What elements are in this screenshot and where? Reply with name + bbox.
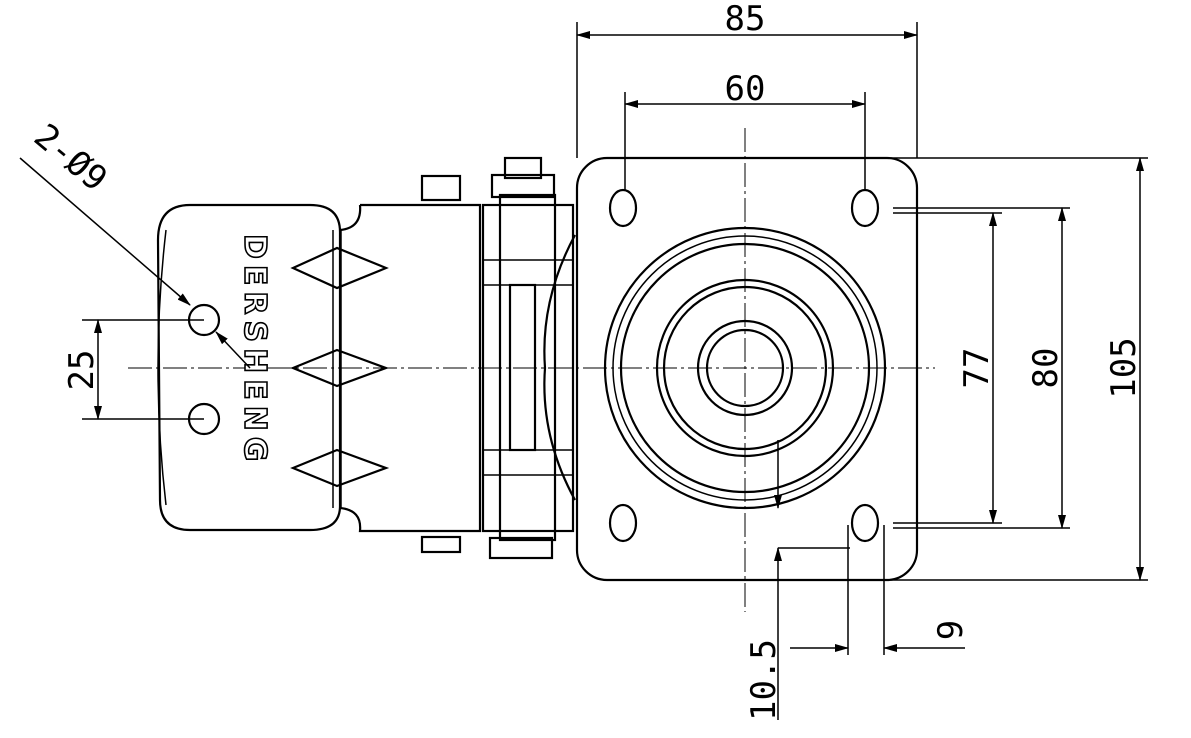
- dimension-label: 2-Ø9: [26, 116, 114, 199]
- dimension-label: 77: [957, 348, 997, 389]
- dimension-25: 25: [62, 319, 204, 420]
- dimension-10-5: 10.5: [744, 440, 850, 721]
- dimension-label: 60: [725, 69, 766, 109]
- dimension-label: 25: [62, 350, 102, 391]
- dimension-label: 85: [725, 0, 766, 39]
- dimension-105: 105: [880, 157, 1148, 581]
- top-plate: [575, 156, 919, 582]
- dimension-77: 77: [893, 212, 1002, 524]
- dimension-85: 85: [576, 0, 918, 158]
- dimension-60: 60: [624, 69, 866, 190]
- dimension-80: 80: [893, 207, 1070, 529]
- swivel-bearing: [603, 226, 887, 510]
- dimension-label: 80: [1026, 348, 1066, 389]
- dimension-9: 9: [790, 525, 971, 655]
- caster-side-assembly: [156, 156, 576, 560]
- dimension-label: 105: [1104, 337, 1144, 398]
- dimension-label: 9: [931, 620, 971, 640]
- dersheng-logo: DERSHENG: [237, 234, 272, 467]
- dimension-label: 10.5: [744, 639, 784, 721]
